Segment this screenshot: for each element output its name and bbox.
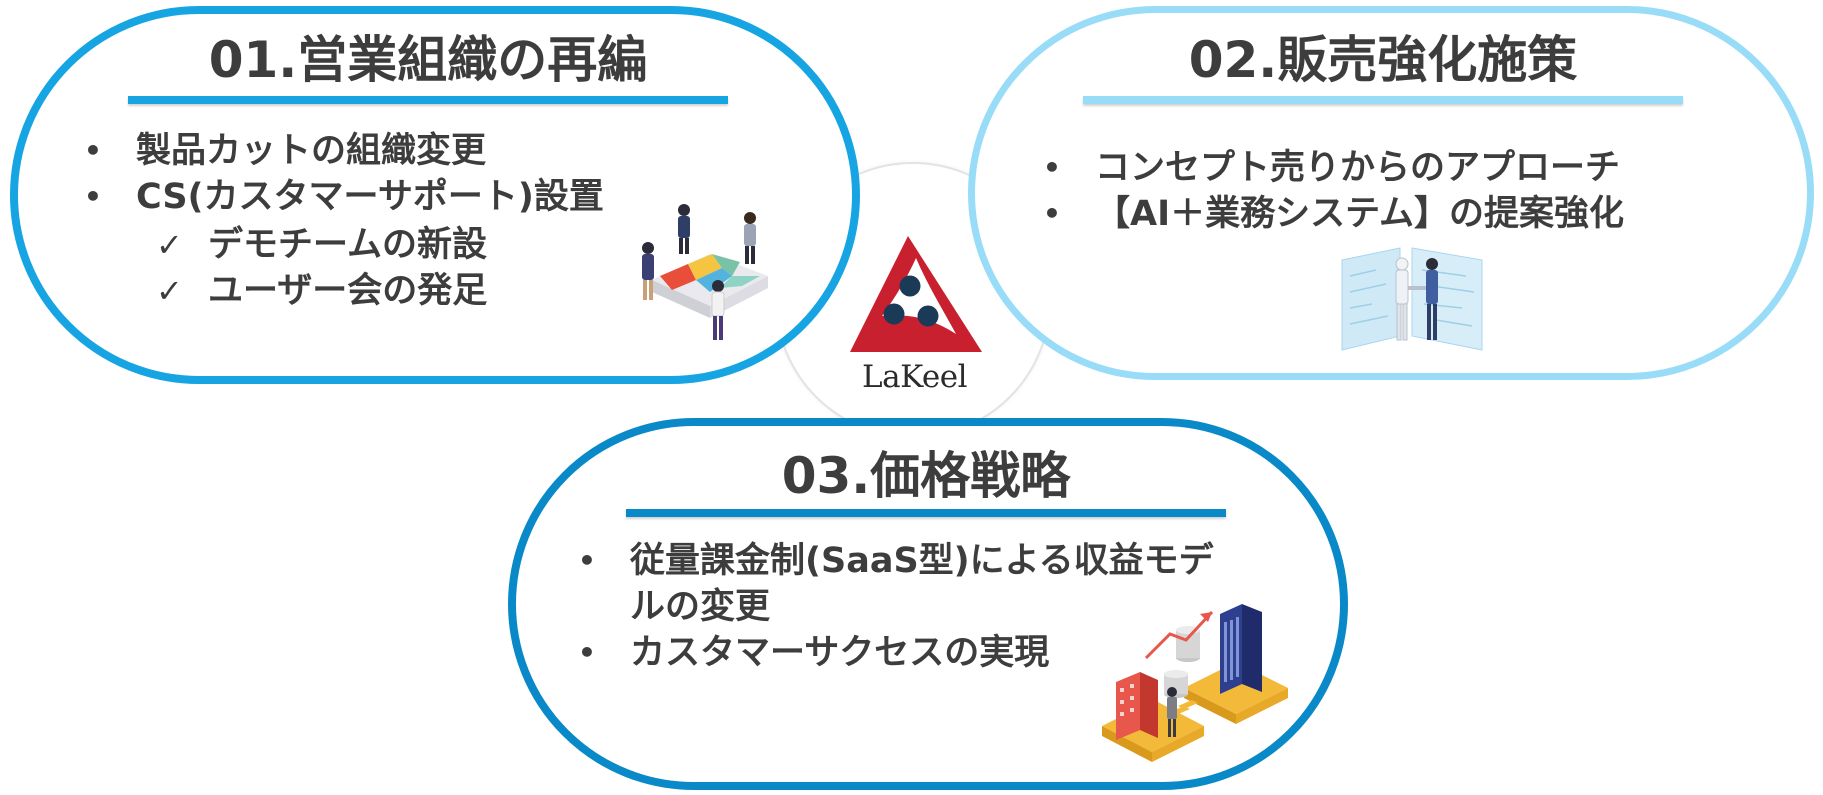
bullet-text: 従量課金制(SaaS型)による収益モデ xyxy=(630,541,1214,581)
section-2-pill xyxy=(968,6,1814,380)
check-icon: ✓ xyxy=(156,226,183,264)
lakeel-triangle-logo-icon xyxy=(850,236,982,352)
bullet-text: 製品カットの組織変更 xyxy=(136,131,487,171)
logo-text: LaKeel xyxy=(862,359,968,395)
section-2-underline xyxy=(1083,96,1683,104)
list-item: • 【AI＋業務システム】の提案強化 xyxy=(1043,191,1625,237)
bullet-icon: • xyxy=(1043,151,1061,184)
section-3-bullet-list: • 従量課金制(SaaS型)による収益モデ ルの変更 • カスタマーサクセスの実現 xyxy=(578,538,1214,676)
bullet-icon: • xyxy=(1043,197,1061,230)
bullet-icon: • xyxy=(84,134,102,167)
section-1-bullet-list: • 製品カットの組織変更 • CS(カスタマーサポート)設置 xyxy=(84,128,604,220)
check-text: デモチームの新設 xyxy=(208,225,487,265)
check-icon: ✓ xyxy=(156,272,183,310)
list-item: • 製品カットの組織変更 xyxy=(84,128,604,174)
section-1-title: 01.営業組織の再編 xyxy=(208,31,648,89)
section-2-bullet-list: • コンセプト売りからのアプローチ • 【AI＋業務システム】の提案強化 xyxy=(1043,145,1625,237)
list-item: • カスタマーサクセスの実現 xyxy=(578,630,1214,676)
bullet-icon: • xyxy=(578,636,596,669)
list-item: • CS(カスタマーサポート)設置 xyxy=(84,174,604,220)
section-1-pill xyxy=(10,6,860,384)
bullet-text: CS(カスタマーサポート)設置 xyxy=(136,177,604,217)
list-item: ✓ デモチームの新設 xyxy=(156,222,487,268)
section-3-title: 03.価格戦略 xyxy=(781,447,1071,505)
check-text: ユーザー会の発足 xyxy=(208,271,488,311)
bullet-text: 【AI＋業務システム】の提案強化 xyxy=(1095,194,1625,234)
section-2-title: 02.販売強化施策 xyxy=(1188,31,1578,89)
puzzle-team-illustration xyxy=(642,204,768,340)
bullet-text: コンセプト売りからのアプローチ xyxy=(1095,148,1621,188)
section-1-check-list: ✓ デモチームの新設 ✓ ユーザー会の発足 xyxy=(156,222,488,314)
list-item: ルの変更 xyxy=(630,584,1214,630)
bullet-icon: • xyxy=(84,180,102,213)
bullet-text: ルの変更 xyxy=(630,587,771,627)
bullet-text: カスタマーサクセスの実現 xyxy=(630,633,1050,673)
bullet-icon: • xyxy=(578,544,596,577)
list-item: ✓ ユーザー会の発足 xyxy=(156,268,488,314)
business-growth-illustration xyxy=(1102,604,1288,762)
ai-handshake-illustration xyxy=(1341,247,1483,351)
section-3-pill xyxy=(508,418,1348,790)
list-item: • コンセプト売りからのアプローチ xyxy=(1043,145,1624,191)
section-1-underline xyxy=(128,96,728,104)
section-3-underline xyxy=(626,509,1226,517)
list-item: • 従量課金制(SaaS型)による収益モデ xyxy=(578,538,1214,584)
